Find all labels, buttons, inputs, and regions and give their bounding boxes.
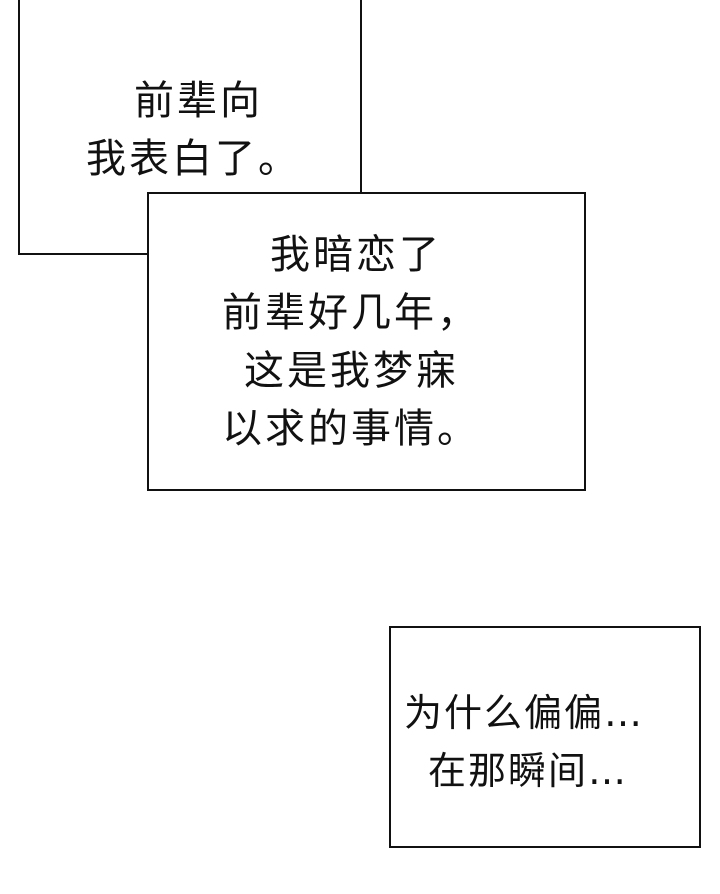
caption-3-line-1: 为什么偏偏… <box>404 691 645 735</box>
caption-box-2-frame <box>147 192 586 491</box>
caption-box-3-frame <box>389 626 701 848</box>
caption-2-line-1: 我暗恋了 <box>270 232 442 278</box>
caption-text-3: 为什么偏偏… 在那瞬间… <box>404 684 644 800</box>
caption-1-line-1: 前辈向 <box>134 78 263 124</box>
caption-2-line-2: 前辈好几年， <box>222 290 480 336</box>
caption-text-2: 我暗恋了 前辈好几年， 这是我梦寐 以求的事情。 <box>222 226 480 458</box>
caption-2-line-4: 以求的事情。 <box>222 406 480 452</box>
caption-2-line-3: 这是我梦寐 <box>244 348 459 394</box>
caption-1-line-2: 我表白了。 <box>86 136 301 182</box>
caption-3-line-2: 在那瞬间… <box>428 749 629 793</box>
caption-text-1: 前辈向 我表白了。 <box>86 72 301 188</box>
